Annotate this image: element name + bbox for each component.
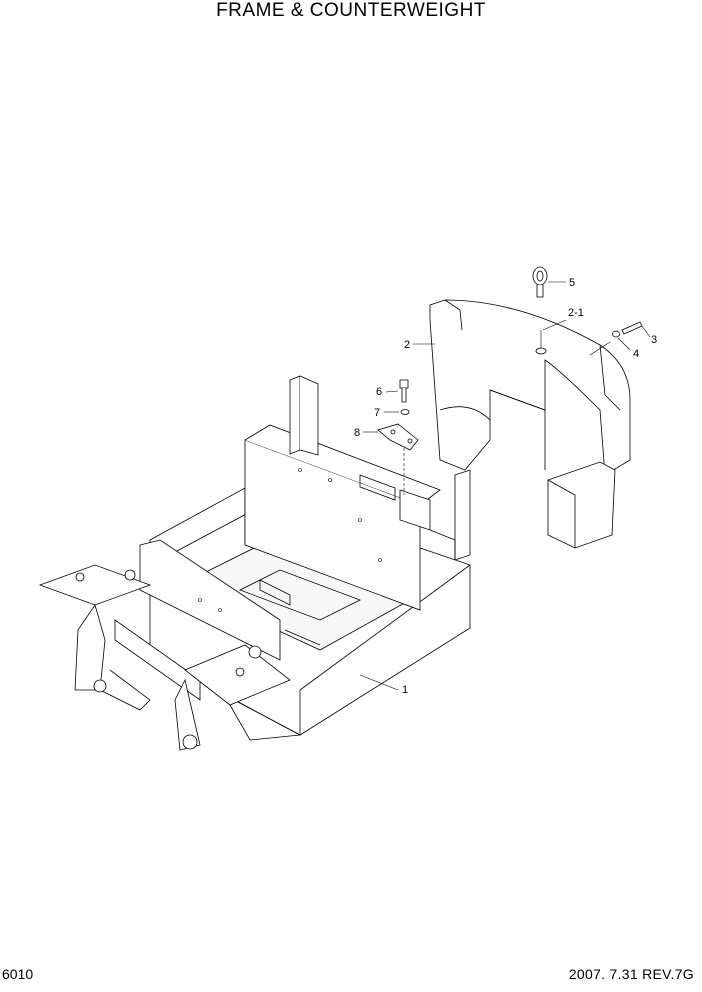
- eye-bolt-part: [532, 266, 566, 298]
- callout-7: 7: [374, 407, 380, 419]
- frame-part: [38, 375, 471, 751]
- callout-3: 3: [651, 334, 657, 346]
- callout-5: 5: [569, 277, 575, 289]
- callout-1: 1: [402, 684, 408, 696]
- counterweight-part: [429, 299, 631, 549]
- callout-8: 8: [354, 427, 360, 439]
- bolt-and-washer-parts: [542, 319, 651, 356]
- page-title: FRAME & COUNTERWEIGHT: [216, 0, 486, 21]
- callout-4: 4: [633, 348, 639, 360]
- bracket-hardware-parts: [363, 343, 435, 495]
- callout-6: 6: [376, 386, 382, 398]
- page-code: 6010: [2, 966, 34, 982]
- callout-2: 2: [404, 339, 410, 351]
- callout-2-1: 2-1: [568, 307, 584, 319]
- revision-date: 2007. 7.31 REV.7G: [568, 966, 694, 982]
